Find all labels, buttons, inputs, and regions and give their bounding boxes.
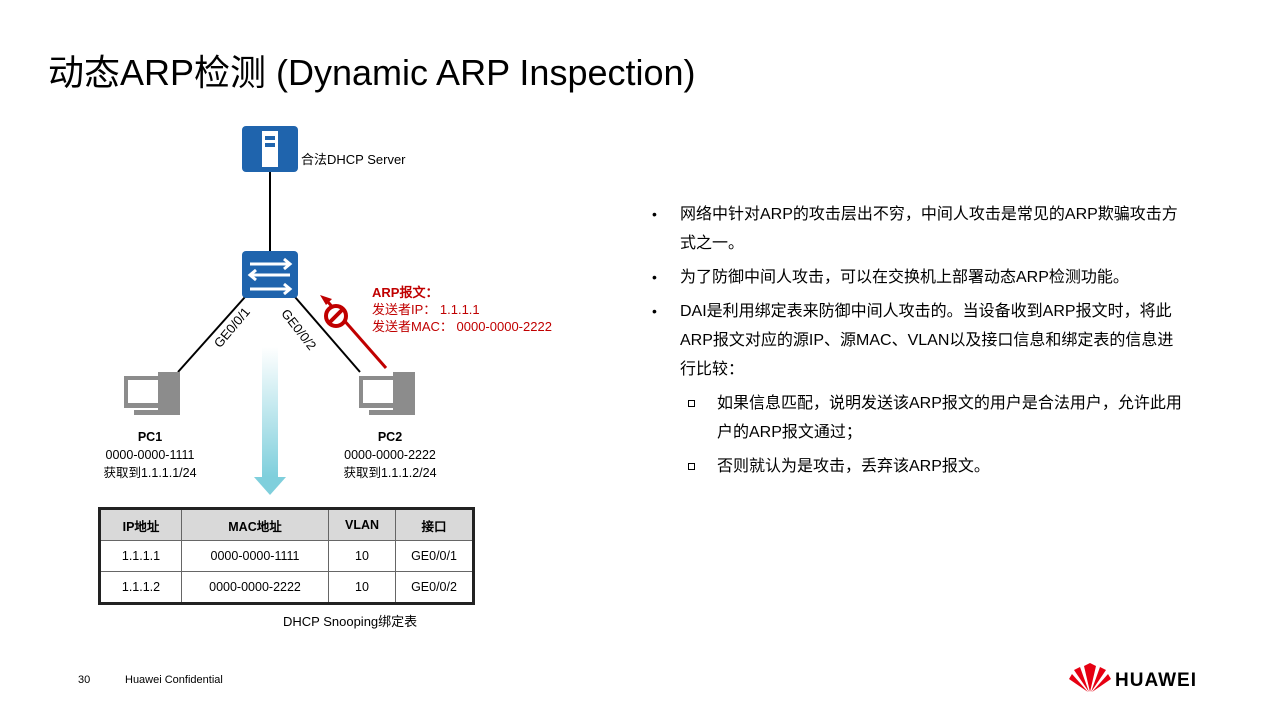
bullet: DAI是利用绑定表来防御中间人攻击的。当设备收到ARP报文时，将此ARP报文对应… <box>648 297 1188 384</box>
pc2-info: PC2 0000-0000-2222 获取到1.1.1.2/24 <box>310 428 470 482</box>
pc1-icon <box>124 372 180 415</box>
confidential-label: Huawei Confidential <box>125 674 223 686</box>
brand-name: HUAWEI <box>1115 670 1197 691</box>
col-header: MAC地址 <box>181 508 329 541</box>
cell: 1.1.1.1 <box>99 540 182 572</box>
pc2-icon <box>359 372 415 415</box>
bullet: 网络中针对ARP的攻击层出不穷，中间人攻击是常见的ARP欺骗攻击方式之一。 <box>648 200 1188 258</box>
server-icon <box>242 126 298 172</box>
pc2-name: PC2 <box>377 430 403 444</box>
page-number: 30 <box>78 674 91 686</box>
cell: 0000-0000-2222 <box>181 571 329 604</box>
bullet-list: 网络中针对ARP的攻击层出不穷，中间人攻击是常见的ARP欺骗攻击方式之一。 为了… <box>648 200 1188 486</box>
cell: GE0/0/1 <box>395 540 474 572</box>
pc2-ip: 获取到1.1.1.2/24 <box>343 466 437 480</box>
arp-sender-mac: 发送者MAC： 0000-0000-2222 <box>372 319 552 334</box>
cell: 10 <box>328 540 396 572</box>
server-label: 合法DHCP Server <box>301 152 406 167</box>
bullet: 为了防御中间人攻击，可以在交换机上部署动态ARP检测功能。 <box>648 263 1188 292</box>
col-header: VLAN <box>328 508 396 541</box>
sub-bullet: 如果信息匹配，说明发送该ARP报文的用户是合法用户，允许此用户的ARP报文通过； <box>648 389 1188 447</box>
flow-arrow <box>254 347 286 495</box>
pc1-mac: 0000-0000-1111 <box>105 448 195 462</box>
arp-title: ARP报文： <box>372 285 439 300</box>
cell: 10 <box>328 571 396 604</box>
cell: 1.1.1.2 <box>99 571 182 604</box>
pc1-name: PC1 <box>137 430 163 444</box>
cell: GE0/0/2 <box>395 571 474 604</box>
sub-bullet: 否则就认为是攻击，丢弃该ARP报文。 <box>648 452 1188 481</box>
pc2-mac: 0000-0000-2222 <box>344 448 436 462</box>
cell: 0000-0000-1111 <box>181 540 329 572</box>
huawei-logo-icon <box>1069 663 1111 692</box>
arp-sender-ip: 发送者IP： 1.1.1.1 <box>372 302 480 317</box>
table-caption: DHCP Snooping绑定表 <box>283 614 418 629</box>
pc1-info: PC1 0000-0000-1111 获取到1.1.1.1/24 <box>70 428 230 482</box>
col-header: IP地址 <box>99 508 182 541</box>
pc1-ip: 获取到1.1.1.1/24 <box>103 466 197 480</box>
page-title: 动态ARP检测 (Dynamic ARP Inspection) <box>48 52 696 93</box>
col-header: 接口 <box>395 508 474 541</box>
network-diagram <box>124 126 415 495</box>
arp-attack-arrow <box>320 295 388 369</box>
switch-icon <box>242 251 298 298</box>
